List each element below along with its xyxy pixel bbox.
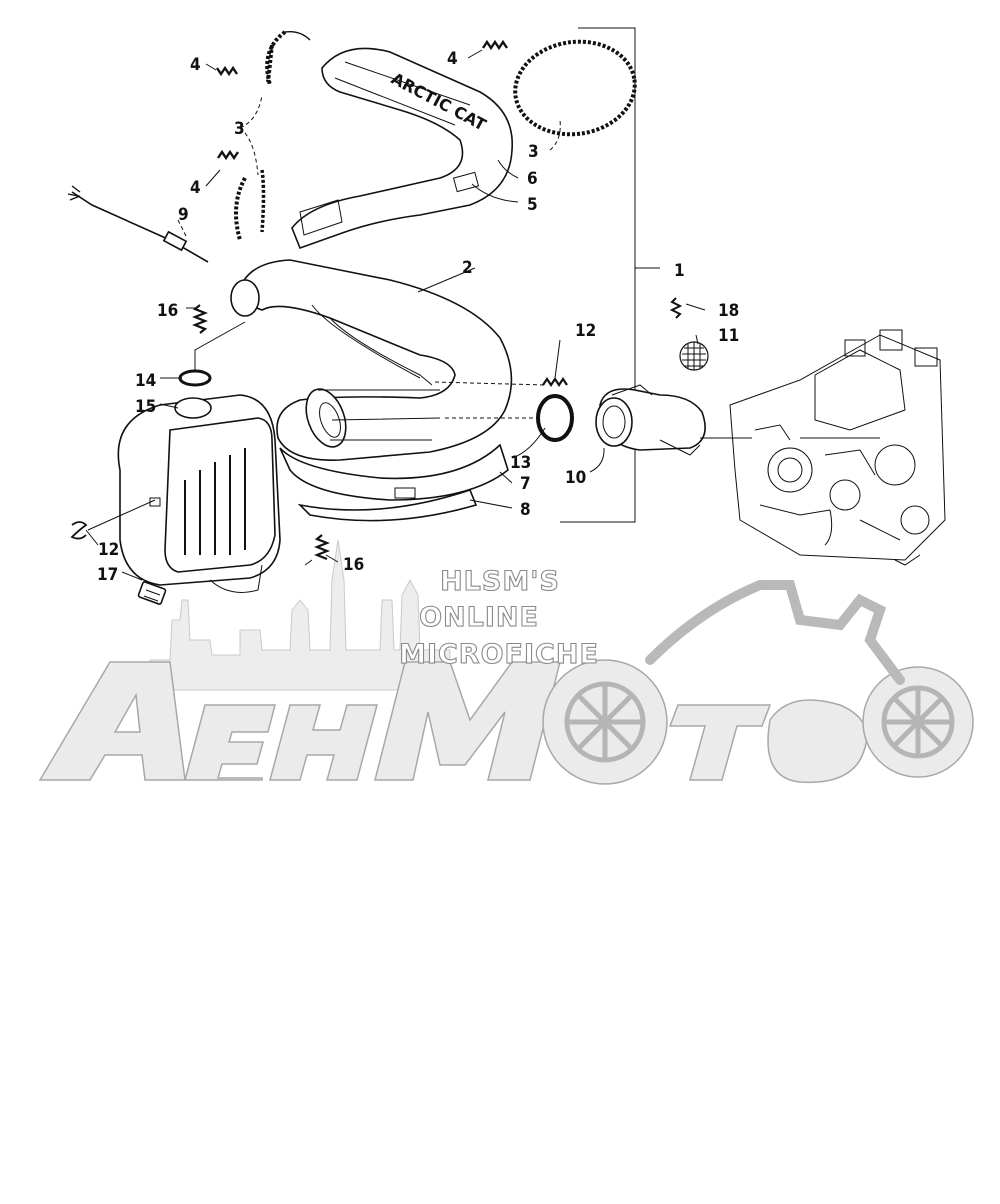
spring-12-lower <box>70 521 88 540</box>
callout-7[interactable]: 7 <box>520 474 531 494</box>
heat-shield-upper: ARCTIC CAT <box>291 47 513 250</box>
spring-chain-bottom-left <box>234 169 266 241</box>
callout-labels: 1 2 3 3 4 4 4 5 6 7 8 9 10 11 12 12 13 1… <box>97 49 739 585</box>
callout-16-upper[interactable]: 16 <box>157 301 178 321</box>
watermark-skyline <box>149 539 451 691</box>
callout-3-left[interactable]: 3 <box>234 119 245 139</box>
callout-9[interactable]: 9 <box>178 205 189 225</box>
spring-16-lower <box>314 534 330 561</box>
gasket-14 <box>178 369 212 387</box>
exhaust-manifold-10 <box>595 384 706 456</box>
callout-11[interactable]: 11 <box>718 326 739 346</box>
engine-reference <box>729 329 946 566</box>
callout-10[interactable]: 10 <box>565 468 586 488</box>
watermark: HLSM'S ONLINE MICROFICHE <box>38 539 974 785</box>
callout-12-lower[interactable]: 12 <box>98 540 119 560</box>
callout-14[interactable]: 14 <box>135 371 156 391</box>
silencer-inlet <box>174 397 212 419</box>
callout-16-lower[interactable]: 16 <box>343 555 364 575</box>
gasket-11-mesh <box>682 342 706 370</box>
callout-5[interactable]: 5 <box>527 195 538 215</box>
callout-17[interactable]: 17 <box>97 565 118 585</box>
spring-chain-top-left <box>265 30 311 86</box>
spring-chain-right <box>513 39 637 137</box>
watermark-line-1: HLSM'S <box>440 566 560 597</box>
spring-icon-4-lower <box>217 149 239 161</box>
spring-16-upper <box>192 304 208 334</box>
expansion-chamber <box>230 259 513 461</box>
callout-8[interactable]: 8 <box>520 500 531 520</box>
callout-1[interactable]: 1 <box>674 261 685 281</box>
callout-3-right[interactable]: 3 <box>528 142 539 162</box>
watermark-line-3: MICROFICHE <box>399 639 599 670</box>
callout-15[interactable]: 15 <box>135 397 156 417</box>
callout-6[interactable]: 6 <box>527 169 538 189</box>
watermark-line-2: ONLINE <box>419 602 539 633</box>
seal-ring-13 <box>536 394 574 442</box>
spring-18 <box>669 297 683 319</box>
heat-shield-lower <box>279 443 509 522</box>
callout-4-top-left[interactable]: 4 <box>190 55 201 75</box>
callout-18[interactable]: 18 <box>718 301 739 321</box>
spring-icon-4-left <box>216 65 238 77</box>
leader-lines <box>85 49 880 581</box>
spring-12-upper <box>542 377 568 387</box>
silencer <box>117 394 281 593</box>
callout-12-upper[interactable]: 12 <box>575 321 596 341</box>
callout-4-lower[interactable]: 4 <box>190 178 201 198</box>
temperature-sensor-9 <box>67 185 209 263</box>
callout-4-top[interactable]: 4 <box>447 49 458 69</box>
decal-upper <box>452 171 480 193</box>
assembly-bracket <box>560 27 660 523</box>
drain-plug-17 <box>137 581 167 605</box>
callout-13[interactable]: 13 <box>510 453 531 473</box>
watermark-motorcycle-frame <box>645 580 905 685</box>
spring-icon-4-top <box>482 39 508 51</box>
decal-lower <box>394 487 416 499</box>
watermark-wheels <box>564 681 955 763</box>
callout-2[interactable]: 2 <box>462 258 473 278</box>
